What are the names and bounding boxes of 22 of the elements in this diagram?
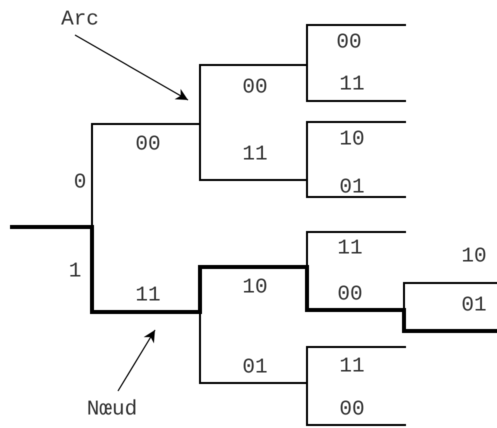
branch-label: 11 xyxy=(339,356,365,378)
branch-label: 10 xyxy=(461,246,487,268)
branch-label: 01 xyxy=(461,296,487,316)
branch-label: 10 xyxy=(242,278,268,298)
branch-label: 11 xyxy=(242,144,268,166)
branch-label: 0 xyxy=(74,172,86,194)
callout-text: Nœud xyxy=(86,400,138,420)
branch-label: 1 xyxy=(68,262,82,282)
branch-label: 11 xyxy=(339,74,365,96)
branch-label: 11 xyxy=(135,286,161,306)
callout-text: Arc xyxy=(61,10,99,30)
leader-arrow xyxy=(117,330,156,392)
branch-label: 01 xyxy=(242,358,268,378)
leader-arrow xyxy=(74,34,188,101)
branch-label: 00 xyxy=(337,284,363,306)
branch-label: 00 xyxy=(336,32,362,54)
branch-label: 00 xyxy=(242,78,268,98)
branch-label: 01 xyxy=(339,178,365,198)
branch-label: 00 xyxy=(339,400,365,420)
branch-label: 11 xyxy=(337,238,363,260)
branch-label: 00 xyxy=(135,134,161,156)
branch-label: 10 xyxy=(339,130,365,150)
